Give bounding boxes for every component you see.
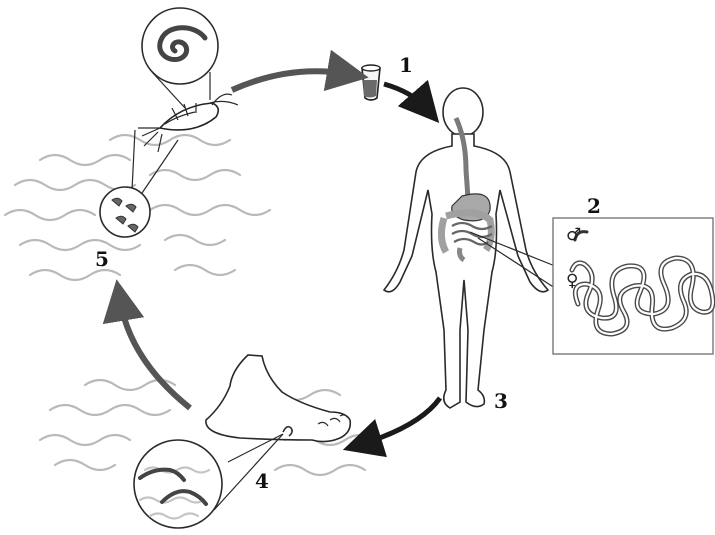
step-label-4: 4 (255, 469, 269, 493)
step-label-5: 5 (95, 247, 109, 271)
arrow-glass-to-human (384, 84, 426, 108)
arrow-water-to-copepod (120, 300, 190, 408)
adult-worms-callout: ♂ ♀ (470, 218, 713, 354)
step-label-1: 1 (399, 53, 413, 77)
step-label-3: 3 (494, 389, 508, 413)
human-host-figure (384, 88, 548, 408)
female-symbol: ♀ (566, 271, 578, 291)
water-glass-icon (362, 65, 380, 100)
male-symbol: ♂ (566, 225, 581, 245)
step-label-2: 2 (587, 194, 601, 218)
arrow-human-to-foot (362, 398, 440, 444)
copepod-illustration (100, 8, 238, 237)
arrow-copepod-to-glass (232, 71, 348, 90)
